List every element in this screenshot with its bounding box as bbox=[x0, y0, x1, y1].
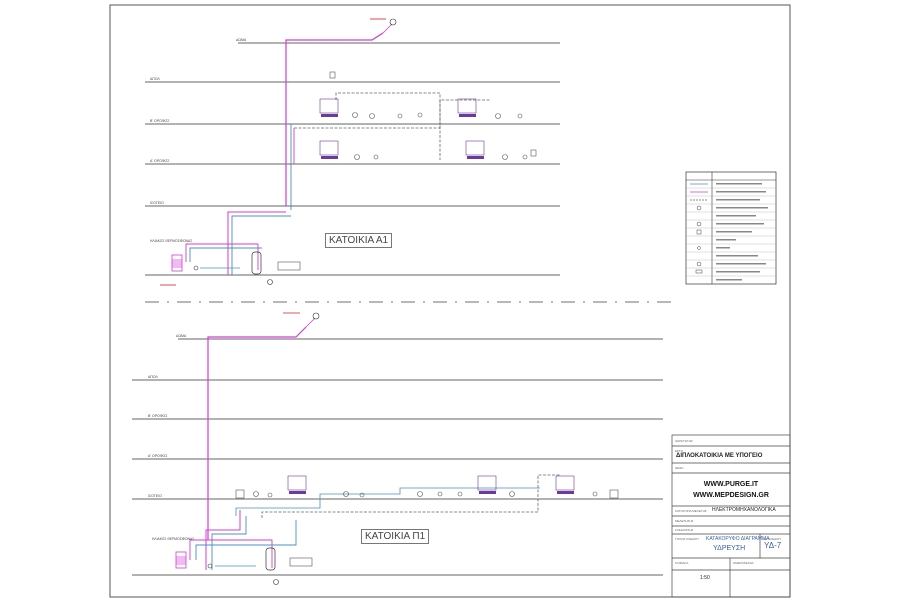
svg-text:ΗΜΕΡΟΜΗΝΙΑ: ΗΜΕΡΟΜΗΝΙΑ bbox=[733, 561, 754, 565]
svg-text:ΙΔΙΟΚΤΗΤΗΣ: ΙΔΙΟΚΤΗΤΗΣ bbox=[675, 439, 693, 443]
svg-text:ΚΑΤΗΓΟΡΙΑ ΜΕΛΕΤΗΣ: ΚΑΤΗΓΟΡΙΑ ΜΕΛΕΤΗΣ bbox=[675, 509, 707, 513]
drawing-number: ΥΔ-7 bbox=[764, 541, 782, 550]
svg-text:ΣΧΕΔΙΑΣΤΗΣ: ΣΧΕΔΙΑΣΤΗΣ bbox=[675, 528, 694, 532]
svg-text:ΙΣΟΓΕΙΟ: ΙΣΟΓΕΙΟ bbox=[148, 494, 162, 498]
scale-value: 1:50 bbox=[700, 575, 710, 581]
title-block-frame bbox=[671, 434, 791, 598]
svg-text:ΤΙΤΛΟΣ ΣΧΕΔΙΟΥ: ΤΙΤΛΟΣ ΣΧΕΔΙΟΥ bbox=[675, 537, 699, 541]
svg-text:ΚΛΙΜΑΚΑ: ΚΛΙΜΑΚΑ bbox=[675, 561, 688, 565]
svg-text:ΑΠΟΛ: ΑΠΟΛ bbox=[150, 77, 161, 81]
building-a1-label: ΚΑΤΟΙΚΙΑ Α1 bbox=[325, 233, 393, 248]
legend-table bbox=[685, 171, 777, 285]
svg-text:ΘΕΣΗ: ΘΕΣΗ bbox=[675, 466, 683, 470]
svg-text:ΑΡ. ΣΧΕΔΙΟΥ: ΑΡ. ΣΧΕΔΙΟΥ bbox=[763, 537, 781, 541]
svg-text:Α' ΟΡΟΦΟΣ: Α' ΟΡΟΦΟΣ bbox=[148, 454, 168, 458]
svg-text:ΑΠΟΛ: ΑΠΟΛ bbox=[148, 375, 159, 379]
svg-text:Α' ΟΡΟΦΟΣ: Α' ΟΡΟΦΟΣ bbox=[150, 159, 170, 163]
svg-text:ΗΛΙΑΚΟΣ ΘΕΡΜΟΣΙΦΩΝΑΣ: ΗΛΙΑΚΟΣ ΘΕΡΜΟΣΙΦΩΝΑΣ bbox=[150, 239, 192, 243]
svg-text:Β' ΟΡΟΦΟΣ: Β' ΟΡΟΦΟΣ bbox=[148, 414, 168, 418]
project-title: ΔΙΠΛΟΚΑΤΟΙΚΙΑ ΜΕ ΥΠΟΓΕΙΟ bbox=[676, 453, 763, 459]
svg-text:ΔΩΜΑ: ΔΩΜΑ bbox=[236, 38, 247, 42]
svg-text:ΙΣΟΓΕΙΟ: ΙΣΟΓΕΙΟ bbox=[150, 201, 164, 205]
building-p1-label: ΚΑΤΟΙΚΙΑ Π1 bbox=[361, 529, 430, 544]
svg-text:ΜΕΛΕΤΗΤΗΣ: ΜΕΛΕΤΗΤΗΣ bbox=[675, 519, 694, 523]
sheet-border bbox=[109, 4, 791, 598]
website-purge: WWW.PURGE.IT bbox=[703, 481, 759, 488]
drawing-subtitle: ΥΔΡΕΥΣΗ bbox=[713, 545, 746, 552]
building-p1-diagram: ΔΩΜΑ ΑΠΟΛ Β' ΟΡΟΦΟΣ Α' ΟΡΟΦΟΣ ΙΣΟΓΕΙΟ bbox=[132, 312, 663, 585]
svg-text:ΕΡΓΟ: ΕΡΓΟ bbox=[675, 449, 684, 453]
discipline-label: ΗΛΕΚΤΡΟΜΗΧΑΝΟΛΟΓΙΚΑ bbox=[712, 507, 776, 513]
drawing-title: ΚΑΤΑΚΟΡΥΦΟ ΔΙΑΓΡΑΜΜΑ bbox=[706, 536, 770, 542]
website-mepdesign: WWW.MEPDESIGN.GR bbox=[693, 492, 769, 499]
svg-text:ΔΩΜΑ: ΔΩΜΑ bbox=[176, 334, 187, 338]
svg-text:ΗΛΙΑΚΟΣ ΘΕΡΜΟΣΙΦΩΝΑΣ: ΗΛΙΑΚΟΣ ΘΕΡΜΟΣΙΦΩΝΑΣ bbox=[152, 537, 194, 541]
building-a1-diagram: ΔΩΜΑ ΑΠΟΛ Β' ΟΡΟΦΟΣ Α' ΟΡΟΦΟΣ ΙΣΟΓΕΙΟ bbox=[145, 18, 560, 286]
svg-text:Β' ΟΡΟΦΟΣ: Β' ΟΡΟΦΟΣ bbox=[150, 119, 170, 123]
